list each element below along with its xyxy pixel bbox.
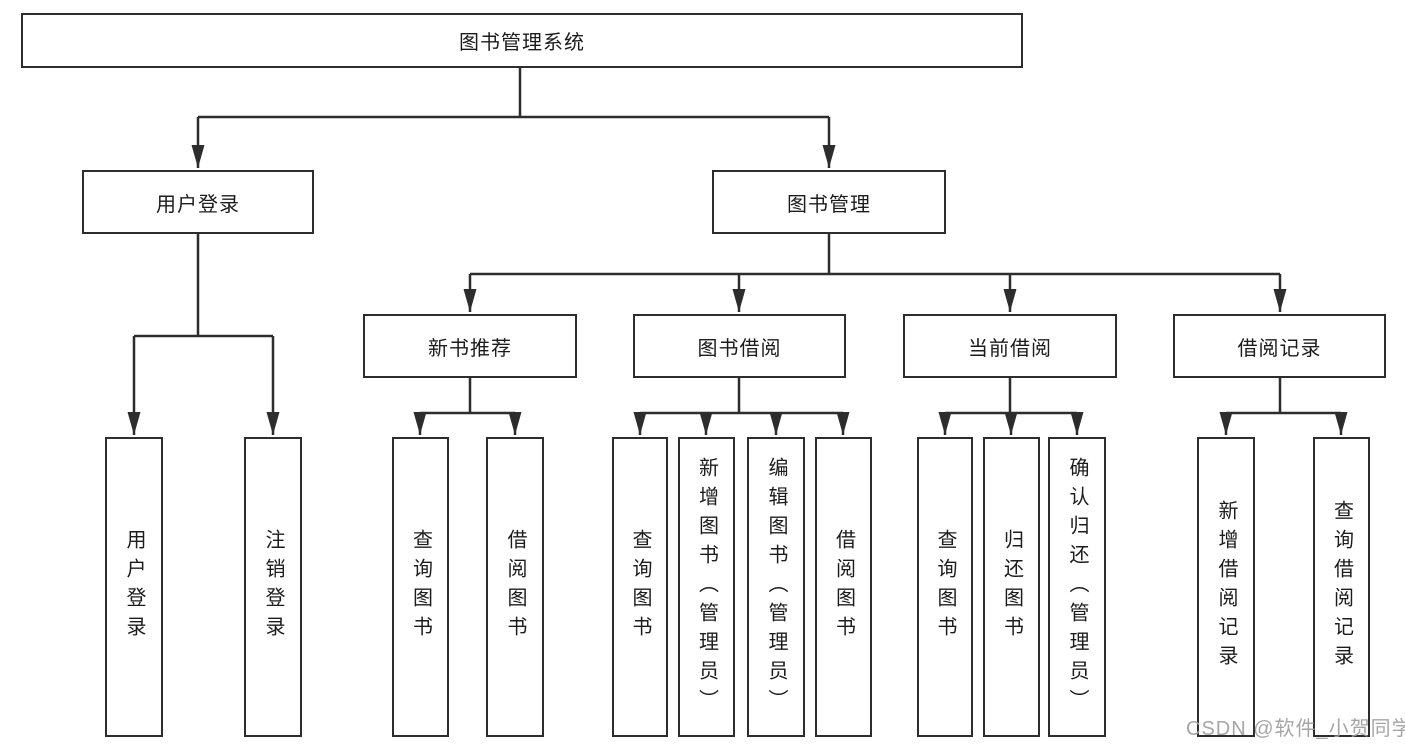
- leaf-bb-query-books-label: 查询图书: [629, 529, 651, 645]
- leaf-br-add-record: 新增借阅记录: [1197, 437, 1255, 737]
- node-user-login: 用户登录: [82, 170, 314, 234]
- leaf-br-query-record-label: 查询借阅记录: [1330, 500, 1353, 674]
- node-new-book-recommendation-label: 新书推荐: [428, 337, 512, 360]
- leaf-user-login-label: 用户登录: [123, 529, 145, 645]
- node-current-borrowing-label: 当前借阅: [968, 337, 1052, 360]
- leaf-bb-add-books-admin: 新增图书（管理员）: [678, 437, 735, 737]
- leaf-nbr-borrow-books-label: 借阅图书: [504, 529, 526, 645]
- leaf-logout: 注销登录: [244, 437, 302, 737]
- leaf-nbr-query-books: 查询图书: [392, 437, 449, 737]
- leaf-bb-borrow-books: 借阅图书: [815, 437, 872, 737]
- leaf-nbr-borrow-books: 借阅图书: [486, 437, 544, 737]
- leaf-bb-query-books: 查询图书: [612, 437, 668, 737]
- node-book-borrowing-label: 图书借阅: [697, 337, 782, 360]
- leaf-br-add-record-label: 新增借阅记录: [1215, 500, 1237, 674]
- leaf-logout-label: 注销登录: [262, 529, 284, 645]
- node-new-book-recommendation: 新书推荐: [363, 314, 577, 378]
- leaf-br-query-record: 查询借阅记录: [1313, 437, 1370, 737]
- node-user-login-label: 用户登录: [156, 193, 240, 216]
- connector-records-stem: [1226, 378, 1341, 415]
- node-borrow-records-label: 借阅记录: [1237, 337, 1322, 360]
- leaf-cb-return-books-label: 归还图书: [1000, 529, 1023, 645]
- connector-book-mgmt-stem: [470, 234, 1280, 276]
- node-book-management-label: 图书管理: [787, 193, 871, 216]
- leaf-bb-borrow-books-label: 借阅图书: [832, 529, 855, 645]
- connector-user-login-stem: [134, 234, 273, 338]
- connector-cur-borrow-stem: [945, 378, 1077, 415]
- connector-new-book-stem: [420, 378, 515, 415]
- leaf-cb-confirm-return-admin-label: 确认归还（管理员）: [1066, 456, 1088, 718]
- node-current-borrowing: 当前借阅: [903, 314, 1117, 378]
- leaf-cb-query-books-label: 查询图书: [934, 529, 956, 645]
- leaf-cb-confirm-return-admin: 确认归还（管理员）: [1048, 437, 1106, 737]
- leaf-bb-add-books-admin-label: 新增图书（管理员）: [695, 456, 718, 718]
- leaf-user-login: 用户登录: [105, 437, 163, 737]
- node-root-system-label: 图书管理系统: [459, 32, 585, 54]
- leaf-cb-query-books: 查询图书: [917, 437, 973, 737]
- connector-root-stem: [198, 68, 829, 119]
- leaf-cb-return-books: 归还图书: [983, 437, 1040, 737]
- leaf-bb-edit-books-admin-label: 编辑图书（管理员）: [765, 456, 787, 718]
- leaf-nbr-query-books-label: 查询图书: [409, 529, 432, 645]
- node-borrow-records: 借阅记录: [1173, 314, 1386, 378]
- node-root-system: 图书管理系统: [21, 13, 1023, 68]
- csdn-watermark: CSDN @软件_小贺同学: [1186, 718, 1405, 740]
- connector-book-borrow-stem: [640, 378, 843, 415]
- leaf-bb-edit-books-admin: 编辑图书（管理员）: [747, 437, 805, 737]
- node-book-borrowing: 图书借阅: [633, 314, 846, 378]
- node-book-management: 图书管理: [712, 170, 946, 234]
